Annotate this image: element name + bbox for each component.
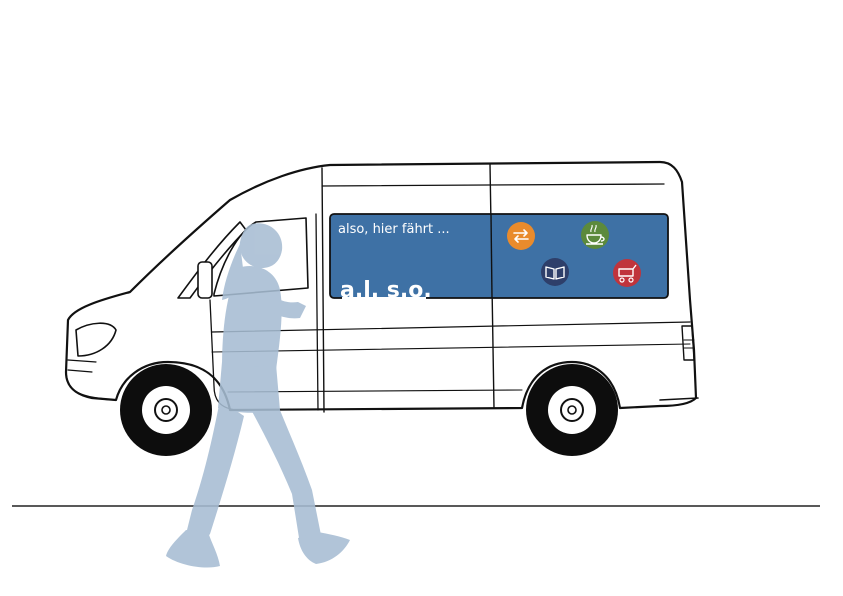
- ad-banner: also, hier fährt ... a.l. s.o.: [329, 213, 669, 303]
- front-wheel: [120, 364, 212, 456]
- pedestrian-silhouette: [166, 223, 350, 568]
- banner-logo: a.l. s.o.: [340, 278, 432, 303]
- rear-wheel: [526, 364, 618, 456]
- teacup-icon: [581, 221, 609, 249]
- open-book-icon: [541, 258, 569, 286]
- side-mirror: [197, 261, 213, 299]
- exchange-arrows-icon: [507, 222, 535, 250]
- taillight: [681, 325, 695, 361]
- stroller-icon: [613, 259, 641, 287]
- banner-tagline: also, hier fährt ...: [338, 222, 450, 237]
- headlight: [75, 322, 117, 357]
